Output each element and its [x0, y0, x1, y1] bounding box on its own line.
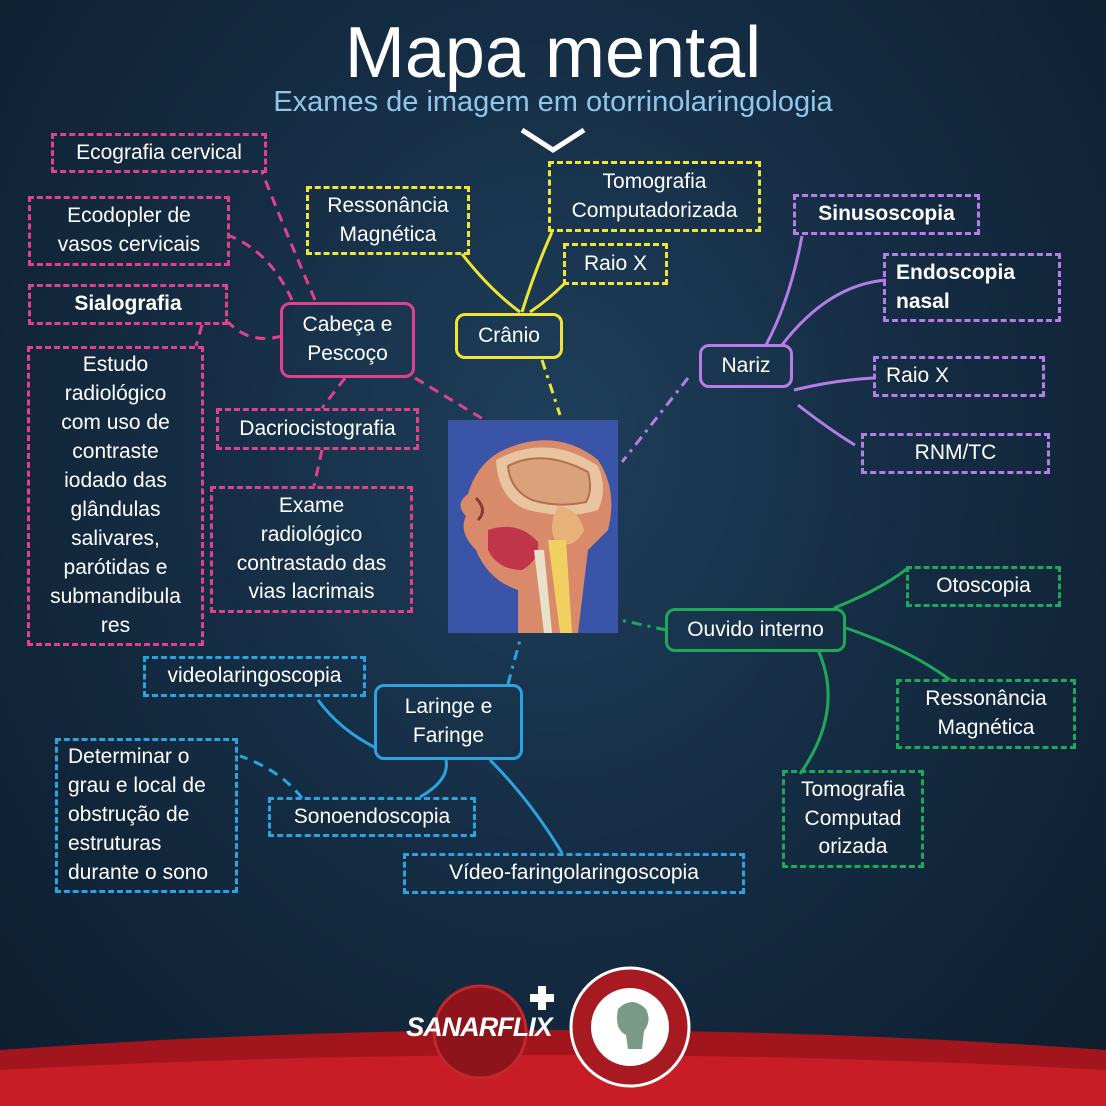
node-cranio[interactable]: Crânio	[455, 313, 563, 359]
link-cabeca-center	[414, 376, 489, 424]
link-nariz-center	[620, 377, 690, 463]
link-ouvido-tomografia	[798, 649, 830, 775]
head-anatomy-image	[448, 420, 618, 633]
node-dacriocistografia[interactable]: Dacriocistografia	[216, 408, 419, 450]
node-ouvido-interno[interactable]: Ouvido interno	[665, 608, 846, 652]
node-videolaringoscopia[interactable]: videolaringoscopia	[143, 656, 366, 697]
link-dacrio-exame	[312, 449, 324, 487]
node-rnm-tc[interactable]: RNM/TC	[861, 433, 1050, 474]
link-cranio-raiox	[529, 282, 566, 314]
node-tomografia-cranio[interactable]: Tomografia Computadorizada	[548, 161, 761, 232]
node-ressonancia-ouvido[interactable]: Ressonância Magnética	[896, 679, 1076, 749]
node-tomografia-ouvido[interactable]: Tomografia Computad orizada	[782, 770, 924, 868]
link-nariz-raiox	[793, 376, 875, 392]
link-laringe-videofaringo	[488, 758, 564, 854]
node-otoscopia[interactable]: Otoscopia	[906, 566, 1061, 607]
link-ouvido-center	[619, 618, 667, 632]
chevron-down-icon	[520, 127, 586, 153]
node-video-faringolaringoscopia[interactable]: Vídeo-faringolaringoscopia	[403, 853, 745, 894]
node-endoscopia-nasal[interactable]: Endoscopia nasal	[883, 253, 1061, 322]
link-sono-determinar	[239, 754, 304, 799]
link-cabeca-dacrio	[320, 377, 347, 409]
footer-band	[0, 1030, 1106, 1106]
node-sinusoscopia[interactable]: Sinusoscopia	[793, 194, 980, 235]
node-determinar[interactable]: Determinar o grau e local de obstrução d…	[55, 738, 238, 893]
link-nariz-rnm	[797, 403, 856, 447]
node-cabeca-pescoco[interactable]: Cabeça e Pescoço	[280, 302, 415, 378]
node-estudo-radiologico[interactable]: Estudo radiológico com uso de contraste …	[27, 346, 204, 646]
sanarflix-logo	[432, 984, 554, 1080]
link-nariz-sinusoscopia	[764, 235, 804, 346]
link-cranio-center	[540, 359, 562, 416]
page-subtitle: Exames de imagem em otorrinolaringologia	[273, 86, 833, 118]
link-laringe-center	[506, 639, 522, 685]
node-laringe-faringe[interactable]: Laringe e Faringe	[374, 684, 523, 760]
node-nariz[interactable]: Nariz	[699, 344, 793, 388]
link-sialografia-estudo	[194, 324, 204, 347]
link-laringe-sono	[419, 759, 448, 799]
node-ecodopler[interactable]: Ecodopler de vasos cervicais	[28, 196, 230, 266]
link-ouvido-otoscopia	[833, 566, 909, 610]
link-laringe-video	[316, 699, 377, 750]
link-cranio-ressonancia	[460, 253, 521, 314]
node-ecografia-cervical[interactable]: Ecografia cervical	[51, 133, 267, 173]
page-title: Mapa mental	[344, 13, 762, 93]
node-raiox-nariz[interactable]: Raio X	[873, 356, 1045, 397]
liga-otorrino-seal	[569, 966, 691, 1088]
link-cabeca-ecodopler	[229, 234, 294, 301]
link-cabeca-sialografia	[226, 320, 283, 340]
link-ouvido-ressonancia	[845, 626, 951, 682]
link-nariz-endoscopia	[780, 278, 887, 346]
link-cabeca-ecografia	[260, 171, 317, 301]
node-raiox-cranio[interactable]: Raio X	[563, 243, 668, 285]
node-sonoendoscopia[interactable]: Sonoendoscopia	[268, 797, 476, 837]
node-ressonancia-cranio[interactable]: Ressonância Magnética	[306, 186, 470, 255]
node-sialografia[interactable]: Sialografia	[28, 284, 228, 325]
link-cranio-tomografia	[520, 231, 554, 313]
sanarflix-logo-text: SANARFLIX	[406, 1012, 553, 1042]
node-exame-radiologico[interactable]: Exame radiológico contrastado das vias l…	[210, 486, 413, 613]
